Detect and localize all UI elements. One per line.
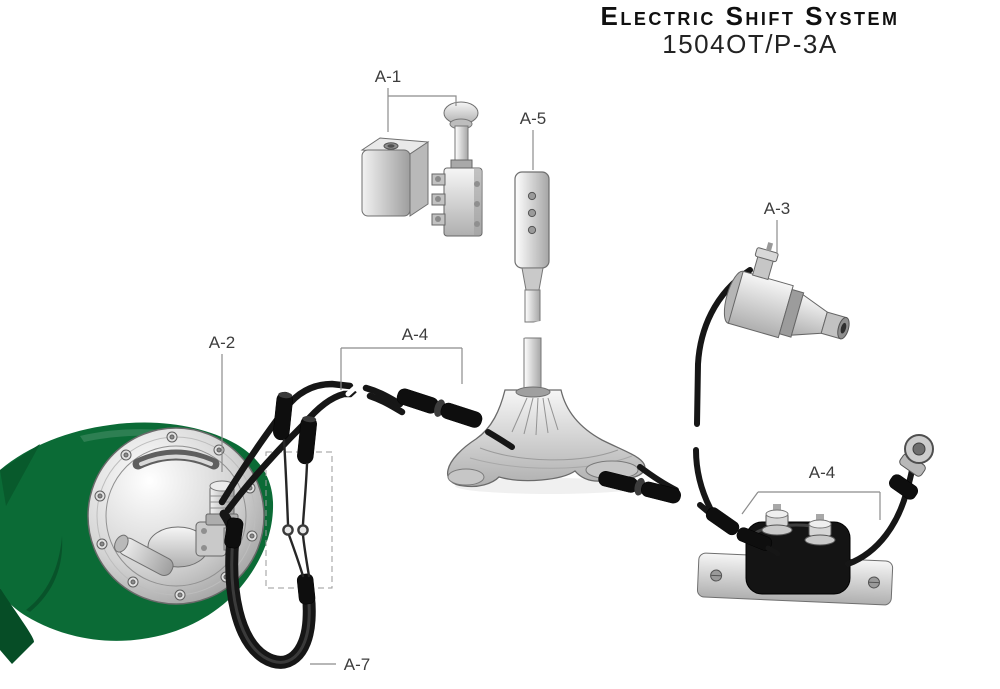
label-a4-left: A-4 bbox=[402, 325, 428, 344]
wiring-harness-left bbox=[218, 373, 515, 536]
eyelet-terminal-1 bbox=[282, 524, 294, 536]
lever-break-mark-2 bbox=[513, 326, 555, 340]
circuit-breaker bbox=[696, 504, 894, 606]
connector-detail-box bbox=[265, 451, 333, 589]
base-shadow bbox=[455, 478, 645, 494]
solenoid-cable-lower bbox=[693, 447, 713, 511]
solenoid-nozzle-hole bbox=[840, 322, 847, 334]
green-cloth-fold-tip-2 bbox=[0, 444, 40, 506]
base-lever-socket bbox=[515, 386, 551, 398]
solenoid-terminal-stud bbox=[766, 242, 774, 252]
wiring-harness-right bbox=[598, 464, 721, 523]
part-labels: A-1 A-5 A-3 A-2 A-4 A-4 A-7 bbox=[209, 67, 835, 674]
base-ridge-1 bbox=[479, 447, 619, 461]
solenoid bbox=[723, 242, 850, 340]
lever-hole-2 bbox=[527, 208, 537, 218]
label-a5: A-5 bbox=[520, 109, 546, 128]
molded-connector-pair-left bbox=[396, 388, 483, 428]
inline-connector-2 bbox=[297, 415, 317, 465]
inline-connector-1 bbox=[273, 391, 293, 441]
part-a1-group bbox=[360, 101, 483, 237]
breaker-connector-sleeve-1 bbox=[705, 507, 740, 536]
breaker-terminal-2 bbox=[804, 514, 836, 546]
detail-wire-1 bbox=[282, 438, 290, 526]
housing-rim-inner bbox=[105, 445, 247, 587]
leader-a4-right-tick1 bbox=[741, 491, 759, 515]
label-a3: A-3 bbox=[764, 199, 790, 218]
green-cloth-fold-tip bbox=[0, 588, 34, 664]
loop-lead-wire-1 bbox=[287, 533, 305, 578]
label-a7: A-7 bbox=[344, 655, 370, 674]
base-body bbox=[446, 389, 646, 488]
diagram-title: Electric Shift System bbox=[600, 1, 900, 31]
housing-slot-highlight bbox=[139, 454, 213, 466]
ground-cable-sleeve bbox=[889, 474, 919, 500]
label-a1: A-1 bbox=[375, 67, 401, 86]
lever-break-mark-1 bbox=[513, 318, 555, 332]
push-switch bbox=[431, 101, 483, 237]
breaker-terminal-1 bbox=[761, 504, 793, 536]
label-a2: A-2 bbox=[209, 333, 235, 352]
ring-terminal-assembly bbox=[845, 434, 934, 567]
molded-connector-pair-right bbox=[598, 471, 681, 504]
loop-lead-wire-2 bbox=[301, 533, 311, 578]
lever-handle bbox=[514, 171, 550, 269]
lever-shaft-upper bbox=[524, 289, 541, 323]
lever-shaft-lower bbox=[523, 337, 542, 389]
breaker-connector-sleeve-2 bbox=[736, 527, 773, 551]
detail-wire-2 bbox=[301, 462, 309, 526]
ring-terminal-hole bbox=[912, 442, 926, 456]
breaker-lead bbox=[765, 545, 781, 557]
base-foot-left bbox=[447, 468, 485, 486]
lever-hole-3 bbox=[527, 225, 537, 235]
solenoid-break-1 bbox=[684, 425, 712, 441]
ground-cable bbox=[845, 455, 917, 567]
green-cloth-shade bbox=[26, 536, 63, 612]
cable-into-base bbox=[485, 429, 515, 450]
diagram-model-number: 1504OT/P-3A bbox=[662, 29, 838, 60]
harness-break-2 bbox=[349, 379, 375, 403]
solenoid-break-2 bbox=[684, 433, 712, 449]
lever-hole-1 bbox=[527, 191, 537, 201]
leader-lines bbox=[221, 88, 881, 665]
harness-stub-2 bbox=[366, 392, 406, 416]
shifter-base bbox=[446, 386, 646, 494]
label-a4-right: A-4 bbox=[809, 463, 835, 482]
harness-break-1 bbox=[345, 373, 371, 397]
switch-terminals bbox=[431, 173, 446, 226]
eyelet-terminal-2 bbox=[297, 524, 309, 536]
diagram-title-block: Electric Shift System 1504OT/P-3A bbox=[505, 1, 995, 60]
lever-neck bbox=[521, 267, 544, 291]
loop-sleeve-left bbox=[224, 517, 244, 549]
loop-sleeve-right bbox=[296, 573, 316, 605]
harness-stub-1 bbox=[362, 384, 404, 408]
green-cloth-highlight bbox=[80, 429, 228, 446]
relay-box bbox=[360, 137, 430, 217]
shift-lever bbox=[513, 171, 555, 389]
base-hatching bbox=[511, 397, 559, 436]
cable-loop bbox=[219, 509, 316, 669]
breaker-body bbox=[745, 521, 851, 595]
leader-a1-right bbox=[388, 95, 457, 106]
